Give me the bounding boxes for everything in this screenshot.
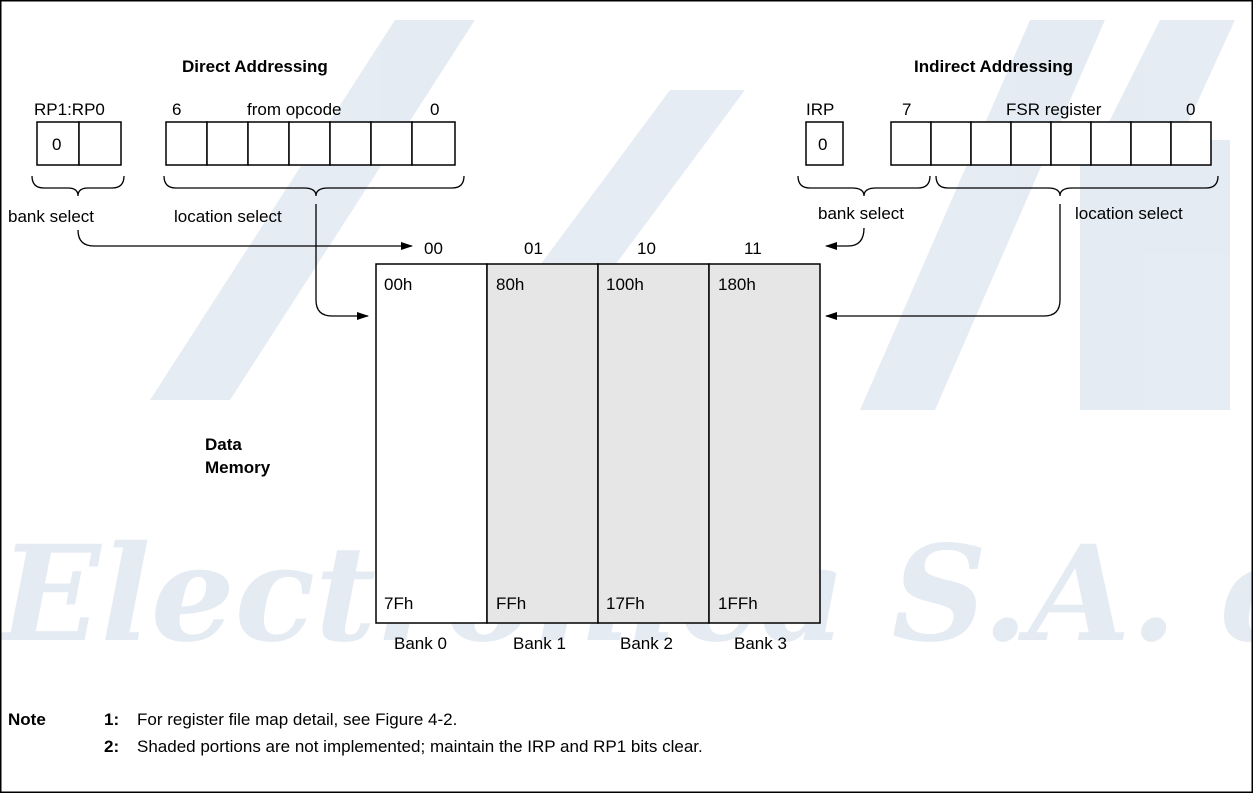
- bank-1: 01 80h FFh Bank 1: [486, 239, 599, 653]
- bank-1-start: 80h: [496, 275, 524, 294]
- note-prefix: Note: [8, 710, 46, 729]
- data-memory: Data Memory 00 00h 7Fh Bank 0 01 80h FFh…: [205, 239, 821, 653]
- bank-select-brace-indirect: [797, 175, 931, 197]
- note-1-text: For register file map detail, see Figure…: [137, 710, 457, 729]
- note-2-text: Shaded portions are not implemented; mai…: [137, 737, 703, 756]
- bank-select-arrow-direct: [77, 229, 413, 250]
- indirect-addressing-title: Indirect Addressing: [914, 57, 1073, 76]
- bank-select-brace-direct: [31, 175, 125, 197]
- bank-1-name: Bank 1: [513, 634, 566, 653]
- bank-2-name: Bank 2: [620, 634, 673, 653]
- bank-3-name: Bank 3: [734, 634, 787, 653]
- direct-addressing-title: Direct Addressing: [182, 57, 328, 76]
- opcode-register: [165, 121, 456, 166]
- fsr-label: FSR register: [1006, 100, 1102, 119]
- bank-2-code: 10: [637, 239, 656, 258]
- bank-3-code: 11: [744, 239, 762, 258]
- bank-0: 00 00h 7Fh Bank 0: [375, 239, 488, 653]
- bank-2-end: 17Fh: [606, 594, 645, 613]
- irp-register: 0: [805, 121, 844, 166]
- opcode-bit-low: 0: [430, 100, 439, 119]
- irp-bit: 0: [818, 135, 827, 154]
- bank-3-end: 1FFh: [718, 594, 758, 613]
- bank-3-column: [708, 263, 821, 624]
- rp0-bit: 0: [52, 135, 61, 154]
- note-2-number: 2:: [104, 737, 119, 756]
- bank-0-code: 00: [424, 239, 443, 258]
- data-memory-label-line1: Data: [205, 435, 242, 454]
- bank-2: 10 100h 17Fh Bank 2: [597, 239, 710, 653]
- bank-0-column: [375, 263, 488, 624]
- bank-2-column: [597, 263, 710, 624]
- bank-select-label-indirect: bank select: [818, 204, 904, 223]
- notes: Note 1: For register file map detail, se…: [8, 710, 703, 756]
- rp-label: RP1:RP0: [34, 100, 105, 119]
- bank-1-column: [486, 263, 599, 624]
- location-select-label-indirect: location select: [1075, 204, 1183, 223]
- bank-select-label-direct: bank select: [8, 207, 94, 226]
- location-select-label-direct: location select: [174, 207, 282, 226]
- fsr-bit-high: 7: [902, 100, 911, 119]
- bank-0-start: 00h: [384, 275, 412, 294]
- location-select-arrow-direct: [315, 204, 369, 320]
- bank-3-start: 180h: [718, 275, 756, 294]
- fsr-bit-low: 0: [1186, 100, 1195, 119]
- irp-label: IRP: [806, 100, 834, 119]
- location-select-brace-direct: [163, 175, 465, 197]
- bank-1-code: 01: [524, 239, 543, 258]
- bank-2-start: 100h: [606, 275, 644, 294]
- bank-0-end: 7Fh: [384, 594, 413, 613]
- opcode-label: from opcode: [247, 100, 342, 119]
- data-memory-label-line2: Memory: [205, 458, 271, 477]
- fsr-register: [890, 121, 1212, 166]
- opcode-bit-high: 6: [172, 100, 181, 119]
- bank-select-arrow-indirect: [825, 227, 865, 250]
- bank-0-name: Bank 0: [394, 634, 447, 653]
- bank-1-end: FFh: [496, 594, 526, 613]
- direct-addressing: Direct Addressing RP1:RP0 0 6 from opcod…: [8, 57, 465, 320]
- location-select-brace-indirect: [935, 175, 1219, 197]
- location-select-arrow-indirect: [825, 204, 1061, 320]
- rp-register: 0: [36, 121, 122, 166]
- indirect-addressing: Indirect Addressing IRP 0 7 FSR register…: [797, 57, 1219, 320]
- bank-3: 11 180h 1FFh Bank 3: [708, 239, 821, 653]
- note-1-number: 1:: [104, 710, 119, 729]
